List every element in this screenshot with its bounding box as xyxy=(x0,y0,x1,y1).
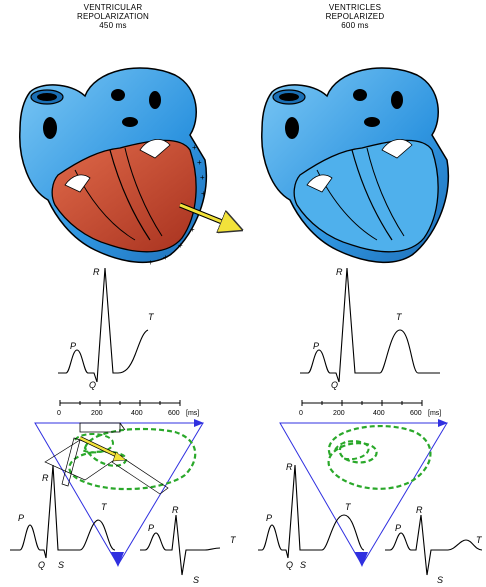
label-p: P xyxy=(395,523,401,533)
panel-right-title-line2: REPOLARIZED xyxy=(325,12,385,21)
tick-400: 400 xyxy=(131,410,143,417)
time-axis-left: 0 200 400 600 [ms] xyxy=(57,400,199,417)
label-r: R xyxy=(42,473,49,483)
panel-left-title-line1: VENTRICULAR xyxy=(83,3,143,12)
ecg-left-lower-1: P Q R S T xyxy=(10,464,116,570)
svg-text:+: + xyxy=(200,173,205,182)
label-r: R xyxy=(336,267,343,277)
time-axis-right: 0 200 400 600 [ms] xyxy=(299,400,441,417)
label-p: P xyxy=(70,341,76,351)
label-p: P xyxy=(313,341,319,351)
tick-0: 0 xyxy=(299,410,303,417)
ecg-right-lower-2: P R S T xyxy=(385,505,483,585)
ecg-left-upper: P Q R T xyxy=(58,267,155,390)
einthoven-triangle-right xyxy=(279,419,448,567)
ecg-right-lower-1: P Q R S T xyxy=(258,462,365,570)
svg-text:+: + xyxy=(201,189,206,198)
label-t: T xyxy=(101,502,108,512)
panel-right-header: VENTRICLES REPOLARIZED 600 ms xyxy=(300,3,410,30)
panel-left-header: VENTRICULAR REPOLARIZATION 450 ms xyxy=(58,3,168,30)
label-t: T xyxy=(230,535,237,545)
label-s: S xyxy=(300,560,306,570)
heart-right xyxy=(261,67,449,264)
label-p: P xyxy=(148,523,154,533)
label-r: R xyxy=(416,505,423,515)
ecg-left-lower-2: P R S T xyxy=(140,505,237,585)
label-p: P xyxy=(266,513,272,523)
label-s: S xyxy=(437,575,443,585)
tick-600: 600 xyxy=(168,410,180,417)
panel-left-time: 450 ms xyxy=(99,21,127,30)
heart-left: + + + + + + + + + xyxy=(19,67,232,267)
svg-text:+: + xyxy=(190,225,195,234)
svg-text:+: + xyxy=(192,143,197,152)
tick-200: 200 xyxy=(91,410,103,417)
svg-text:+: + xyxy=(163,253,168,262)
panel-right-time: 600 ms xyxy=(341,21,369,30)
label-t: T xyxy=(345,502,352,512)
ecg-right-upper: P Q R T xyxy=(300,267,440,390)
panel-right-title-line1: VENTRICLES xyxy=(328,3,382,12)
label-s: S xyxy=(193,575,199,585)
label-t: T xyxy=(476,535,483,545)
axis-unit: [ms] xyxy=(428,410,441,417)
tick-400: 400 xyxy=(373,410,385,417)
label-q: Q xyxy=(38,560,45,570)
svg-text:+: + xyxy=(148,258,153,267)
label-q: Q xyxy=(89,380,96,390)
svg-text:+: + xyxy=(197,158,202,167)
label-r: R xyxy=(93,267,100,277)
tick-600: 600 xyxy=(410,410,422,417)
axis-unit: [ms] xyxy=(186,410,199,417)
label-r: R xyxy=(172,505,179,515)
label-q: Q xyxy=(331,380,338,390)
label-t: T xyxy=(396,312,403,322)
einthoven-triangle-left xyxy=(34,419,204,567)
panel-left-title-line2: REPOLARIZATION xyxy=(77,12,149,21)
label-q: Q xyxy=(286,560,293,570)
label-p: P xyxy=(18,513,24,523)
svg-text:+: + xyxy=(178,241,183,250)
label-s: S xyxy=(58,560,64,570)
tick-0: 0 xyxy=(57,410,61,417)
label-t: T xyxy=(148,312,155,322)
label-r: R xyxy=(286,462,293,472)
tick-200: 200 xyxy=(333,410,345,417)
